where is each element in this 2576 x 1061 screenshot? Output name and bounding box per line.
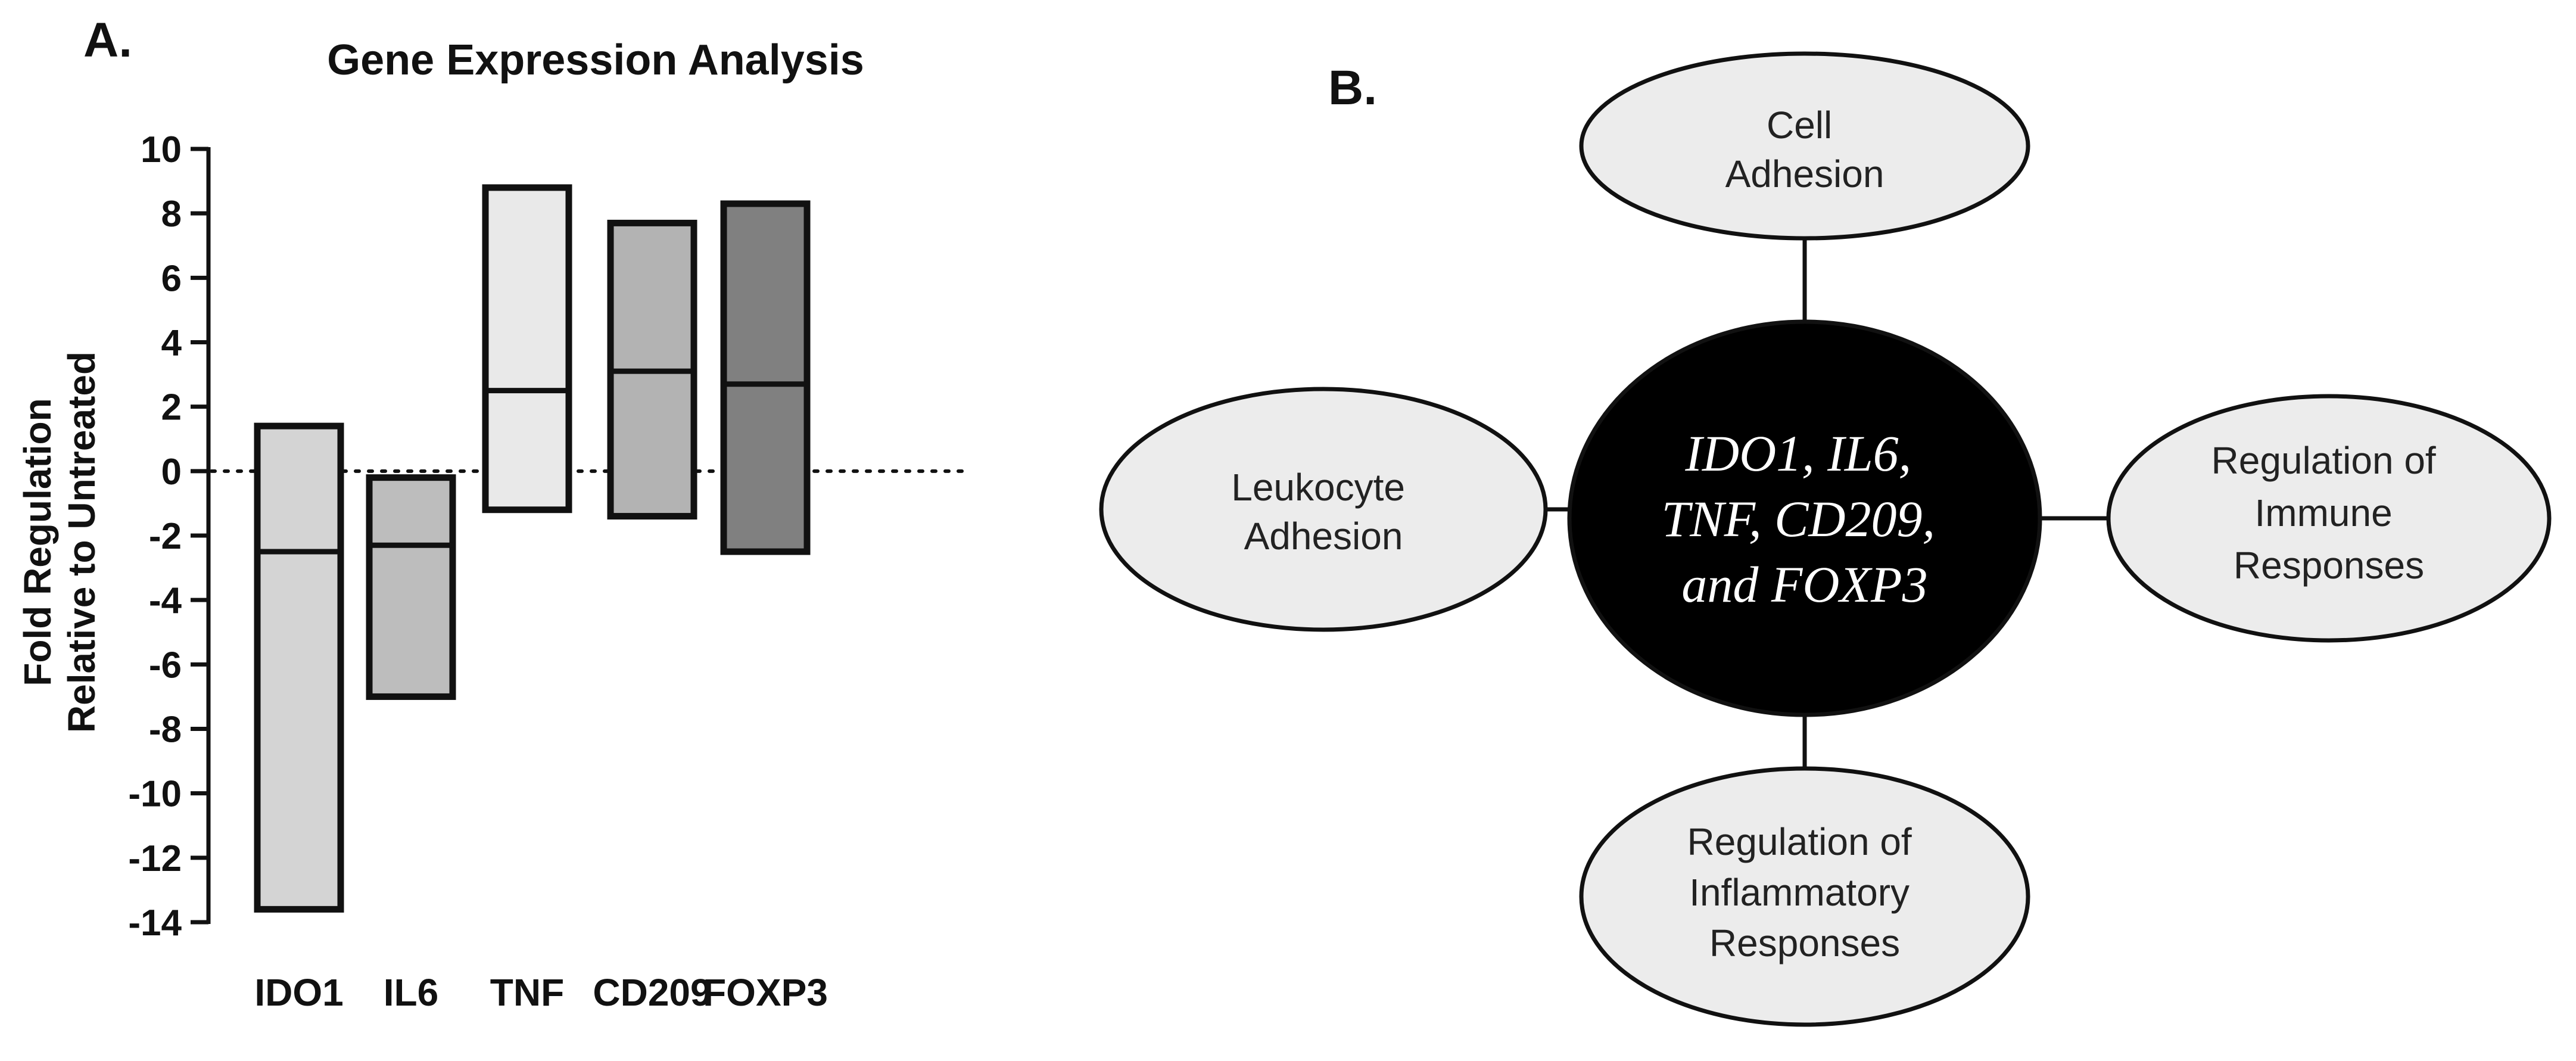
svg-text:Regulation of Inflamma: Regulation of Inflammatory Responses xyxy=(1687,820,1923,964)
node-left-line-1: Leukocyte xyxy=(1231,466,1405,509)
y-tick-label: -10 xyxy=(128,774,182,815)
node-leukocyte-adhesion: Leukocyte Adhesion xyxy=(1099,387,1548,632)
node-right-line-2: Immune xyxy=(2255,491,2393,534)
x-tick-label: FOXP3 xyxy=(703,971,828,1014)
y-tick-label: 6 xyxy=(161,258,182,299)
y-tick-label: 8 xyxy=(161,194,182,235)
y-axis-title: Fold Regulation Relative to Untreated xyxy=(16,351,103,733)
node-top-line-1: Cell xyxy=(1767,104,1832,147)
center-line-1: IDO1, IL6, xyxy=(1684,425,1911,482)
panel-a: A. Gene Expression Analysis Fold Regulat… xyxy=(16,13,967,1014)
y-tick-label: -6 xyxy=(149,645,182,686)
y-axis-ticks: 10 8 6 4 2 0 -2 -4 -6 -8 -10 -12 -14 xyxy=(128,129,208,944)
node-bottom-line-3: Responses xyxy=(1709,922,1900,964)
node-center-genes: IDO1, IL6, TNF, CD209, and FOXP3 xyxy=(1567,319,2042,717)
node-top-line-2: Adhesion xyxy=(1725,153,1885,195)
panel-b-label: B. xyxy=(1328,61,1377,115)
node-regulation-inflammatory: Regulation of Inflammatory Responses xyxy=(1579,766,2030,1027)
bar-il6 xyxy=(366,474,456,700)
x-tick-label: TNF xyxy=(490,971,564,1014)
y-tick-label: -14 xyxy=(128,903,182,944)
center-line-2: TNF, CD209, xyxy=(1661,490,1935,547)
y-axis-title-line-1: Fold Regulation xyxy=(16,398,59,686)
bar-tnf xyxy=(482,184,572,514)
svg-text:Cell Adhesion: Cell Adhesion xyxy=(1725,104,1885,195)
y-tick-label: -2 xyxy=(149,516,182,557)
node-regulation-immune: Regulation of Immune Responses xyxy=(2106,394,2552,643)
center-line-3: and FOXP3 xyxy=(1681,556,1927,613)
panel-a-label: A. xyxy=(83,13,132,67)
bars xyxy=(254,184,811,913)
x-tick-label: IL6 xyxy=(384,971,438,1014)
chart-title: Gene Expression Analysis xyxy=(327,36,864,84)
x-tick-label: IDO1 xyxy=(254,971,343,1014)
node-right-line-1: Regulation of xyxy=(2211,439,2436,482)
node-bottom-line-2: Inflammatory xyxy=(1689,871,1910,914)
y-tick-label: -8 xyxy=(149,710,182,751)
y-tick-label: -4 xyxy=(149,580,182,621)
y-tick-label: 4 xyxy=(161,323,182,364)
y-axis-title-line-2: Relative to Untreated xyxy=(60,351,103,733)
y-tick-label: 2 xyxy=(161,387,182,428)
y-tick-label: 0 xyxy=(161,452,182,493)
svg-text:Leukocyte Adhesion: Leukocyte Adhesion xyxy=(1231,466,1416,558)
svg-text:IDO1, IL6, TNF, CD209,: IDO1, IL6, TNF, CD209, and FOXP3 xyxy=(1661,425,1948,613)
panel-b: B. Cell Adhesion Leukocyte Adhesion Regu… xyxy=(1099,51,2552,1027)
svg-text:Regulation of Immune: Regulation of Immune Responses xyxy=(2211,439,2447,587)
node-left-line-2: Adhesion xyxy=(1244,515,1403,558)
y-tick-label: -12 xyxy=(128,838,182,879)
bar-ido1 xyxy=(254,422,344,913)
node-bottom-line-1: Regulation of xyxy=(1687,820,1912,863)
x-tick-label: CD209 xyxy=(593,971,711,1014)
y-tick-label: 10 xyxy=(141,129,182,170)
node-cell-adhesion: Cell Adhesion xyxy=(1579,51,2030,241)
bar-foxp3 xyxy=(720,200,811,555)
node-right-line-3: Responses xyxy=(2234,544,2424,587)
